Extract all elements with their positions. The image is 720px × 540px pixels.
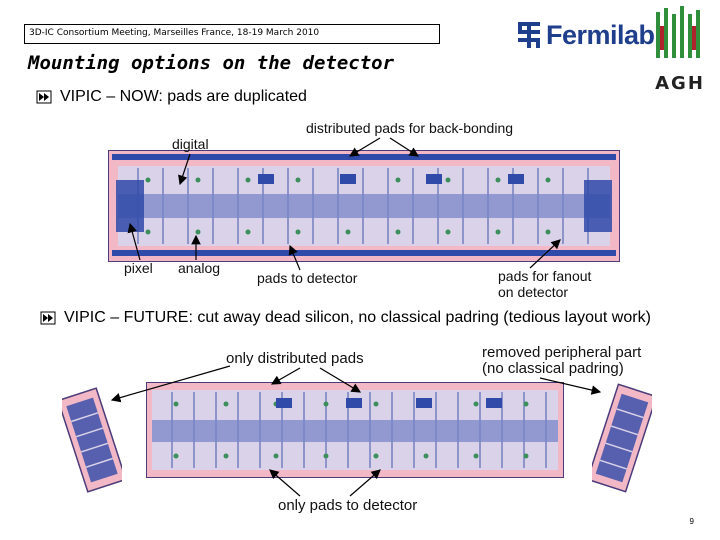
removed-peripheral-left <box>62 387 122 493</box>
bullet-future-text: VIPIC – FUTURE: cut away dead silicon, n… <box>64 309 651 326</box>
label-digital: digital <box>172 136 209 152</box>
label-removed-peripheral: removed peripheral part <box>482 344 642 361</box>
label-pads-for-fanout: pads for fanout <box>498 268 592 284</box>
arrow-bullet-icon <box>40 311 56 325</box>
label-pixel: pixel <box>124 260 153 276</box>
vipic-future-layout <box>146 382 564 478</box>
removed-peripheral-right <box>592 383 652 493</box>
label-pads-to-detector: pads to detector <box>257 270 358 286</box>
label-analog: analog <box>178 260 221 276</box>
fermilab-wordmark: Fermilab <box>546 19 655 50</box>
agh-wordmark: AGH <box>655 73 705 94</box>
bullet-now: VIPIC – NOW: pads are duplicated <box>36 88 307 106</box>
arrow-bullet-icon <box>36 90 52 104</box>
agh-emblem-icon <box>656 6 700 58</box>
agh-logo: AGH <box>652 4 708 94</box>
vipic-now-layout <box>108 150 620 262</box>
fermilab-mark-icon <box>518 22 540 48</box>
label-on-detector: on detector <box>498 284 569 300</box>
label-only-pads-to-detector: only pads to detector <box>278 497 418 514</box>
bullet-future: VIPIC – FUTURE: cut away dead silicon, n… <box>40 309 651 327</box>
fermilab-logo: Fermilab <box>516 18 655 52</box>
page-number: 9 <box>689 517 694 526</box>
label-only-distributed-pads: only distributed pads <box>226 350 364 367</box>
label-distributed-pads: distributed pads for back-bonding <box>306 120 514 136</box>
conference-header: 3D-IC Consortium Meeting, Marseilles Fra… <box>24 24 440 44</box>
slide-title: Mounting options on the detector <box>28 52 395 74</box>
bullet-now-text: VIPIC – NOW: pads are duplicated <box>60 88 307 105</box>
label-no-classical-padring: (no classical padring) <box>482 360 624 377</box>
